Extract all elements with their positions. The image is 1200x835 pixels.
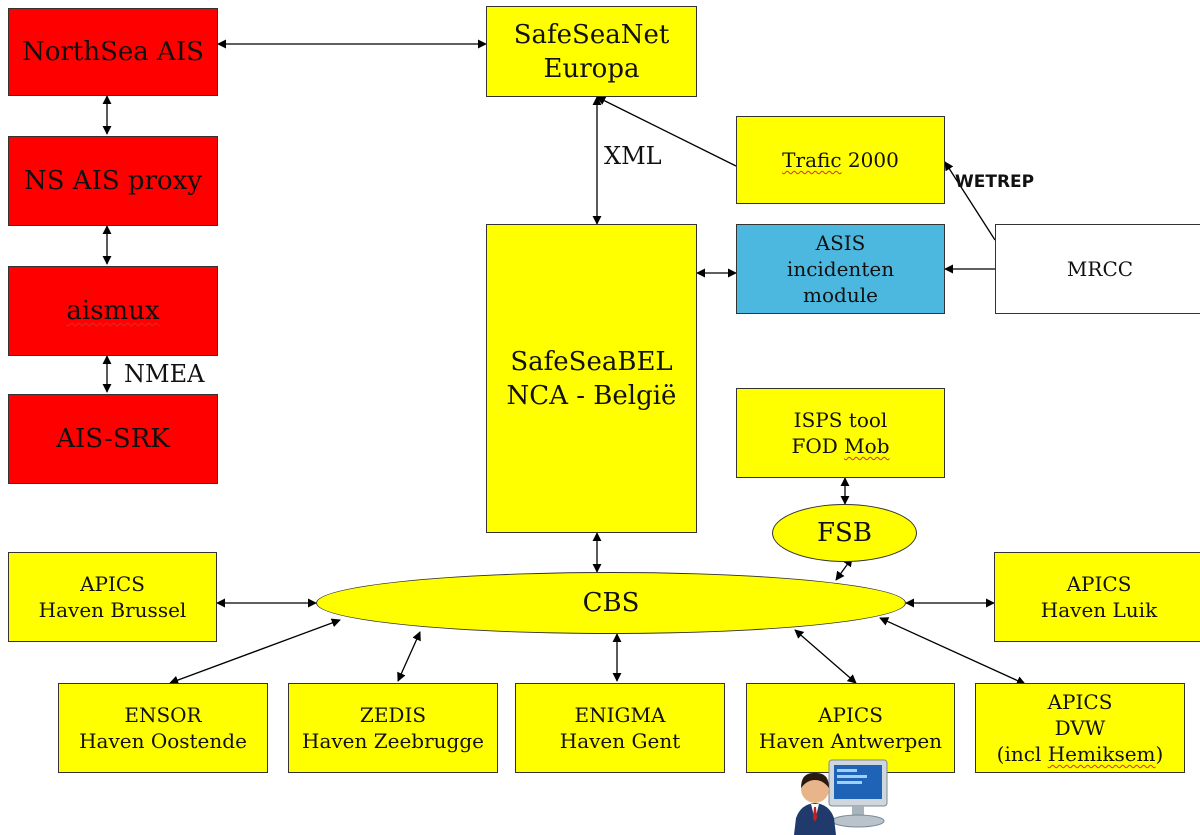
node-enigma: ENIGMA Haven Gent: [515, 683, 725, 773]
hemiksem-word: Hemiksem: [1047, 742, 1156, 766]
node-aismux: aismux: [8, 266, 218, 356]
node-trafic-2000: Trafic 2000: [736, 116, 945, 204]
node-ais-srk: AIS-SRK: [8, 394, 218, 484]
node-fsb: FSB: [772, 504, 917, 562]
link-mrcc-trafic: [944, 161, 996, 241]
link-cbs-antwerpen: [794, 629, 857, 684]
node-apics-dvw: APICS DVW (incl Hemiksem): [975, 683, 1185, 773]
node-safeseanet: SafeSeaNet Europa: [486, 6, 697, 97]
link-cbs-ensor: [169, 618, 341, 685]
label-wetrep: WETREP: [955, 172, 1035, 192]
node-mrcc: MRCC: [995, 224, 1200, 314]
mob-word: Mob: [844, 434, 890, 458]
node-northsea-ais: NorthSea AIS: [8, 8, 218, 96]
link-trafic-safeseanet: [596, 96, 737, 167]
trafic-word: Trafic: [782, 148, 842, 172]
node-zedis: ZEDIS Haven Zeebrugge: [288, 683, 498, 773]
node-apics-brussel: APICS Haven Brussel: [8, 552, 217, 642]
link-cbs-zedis: [397, 631, 421, 682]
node-apics-luik: APICS Haven Luik: [994, 552, 1200, 642]
node-ns-ais-proxy: NS AIS proxy: [8, 136, 218, 226]
node-isps-tool: ISPS tool FOD Mob: [736, 388, 945, 478]
user-at-computer-icon: [794, 759, 888, 835]
node-cbs: CBS: [316, 572, 906, 634]
node-asis: ASIS incidenten module: [736, 224, 945, 314]
label-nmea: NMEA: [124, 360, 205, 388]
node-safeseabel: SafeSeaBEL NCA - België: [486, 224, 697, 533]
node-ensor: ENSOR Haven Oostende: [58, 683, 268, 773]
label-xml: XML: [604, 142, 662, 170]
link-cbs-dvw: [879, 617, 1026, 685]
